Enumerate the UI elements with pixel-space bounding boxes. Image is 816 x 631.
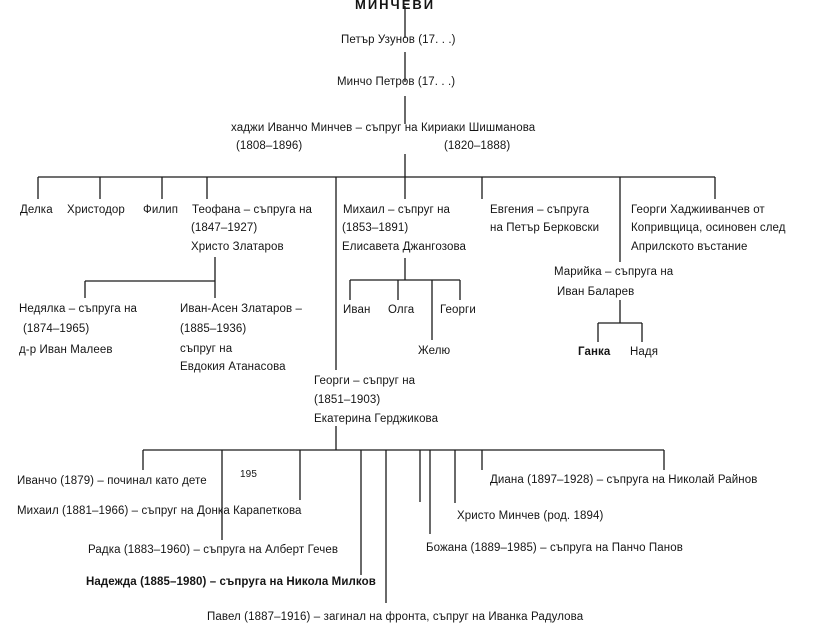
person-georgi-hadzhiivanchev-note: Априлското въстание — [631, 241, 748, 253]
person-mihail-son-of-georgi: Михаил (1881–1966) – съпруг на Донка Кар… — [17, 505, 302, 517]
person-olga: Олга — [388, 304, 415, 316]
person-hadzhi-ivancho-dates: (1808–1896) — [236, 140, 303, 152]
person-hristo-minchev: Христо Минчев (род. 1894) — [457, 510, 604, 522]
person-nedyalka-dates: (1874–1965) — [23, 323, 90, 335]
person-ivan-asen: Иван-Асен Златаров – — [180, 303, 303, 315]
person-ivan: Иван — [343, 304, 371, 316]
page-title: МИНЧЕВИ — [355, 0, 436, 12]
person-pavel: Павел (1887–1916) – загинал на фронта, с… — [207, 611, 584, 623]
person-kiriaki-dates: (1820–1888) — [444, 140, 511, 152]
person-nadya: Надя — [630, 346, 659, 358]
person-mihail-spouse: Елисавета Джангозова — [342, 241, 467, 253]
person-ivancho: Иванчо (1879) – починал като дете — [17, 475, 207, 487]
person-mariyka-spouse: Иван Баларев — [557, 286, 635, 298]
person-filip: Филип — [143, 204, 179, 216]
person-nadezhda: Надежда (1885–1980) – съпруга на Никола … — [86, 576, 376, 588]
person-evgenia-spouse: на Петър Берковски — [490, 222, 600, 234]
person-evgenia: Евгения – съпруга — [490, 204, 590, 216]
person-radka: Радка (1883–1960) – съпруга на Алберт Ге… — [88, 544, 339, 556]
person-ganka: Ганка — [578, 346, 611, 358]
person-mincho-petrov: Минчо Петров (17. . .) — [337, 76, 456, 88]
person-hristodor: Христодор — [67, 204, 125, 216]
person-teofana: Теофана – съпруга на — [192, 204, 313, 216]
person-zhelyu: Желю — [418, 345, 451, 357]
person-diana: Диана (1897–1928) – съпруга на Николай Р… — [490, 474, 758, 486]
person-georgi-hadzhiivanchev-note: Копривщица, осиновен след — [631, 222, 786, 234]
person-georgi: Георги – съпруг на — [314, 375, 416, 387]
person-georgi-son-of-mihail: Георги — [440, 304, 476, 316]
person-petar-uzunov: Петър Узунов (17. . .) — [341, 34, 456, 46]
page-number: 195 — [240, 469, 257, 480]
person-georgi-hadzhiivanchev: Георги Хаджииванчев от — [631, 204, 765, 216]
person-bozhana: Божана (1889–1985) – съпруга на Панчо Па… — [426, 542, 683, 554]
person-hadzhi-ivancho: хаджи Иванчо Минчев – съпруг на Кириаки … — [231, 122, 536, 134]
person-mariyka: Марийка – съпруга на — [554, 266, 674, 278]
person-delka: Делка — [20, 204, 53, 216]
person-ivan-asen-note: съпруг на — [180, 343, 233, 355]
person-mihail: Михаил – съпруг на — [343, 204, 451, 216]
person-teofana-dates: (1847–1927) — [191, 222, 258, 234]
person-georgi-dates: (1851–1903) — [314, 394, 381, 406]
person-mihail-dates: (1853–1891) — [342, 222, 409, 234]
person-nedyalka: Недялка – съпруга на — [19, 303, 138, 315]
person-nedyalka-spouse: д-р Иван Малеев — [19, 344, 113, 356]
person-ivan-asen-spouse: Евдокия Атанасова — [180, 361, 286, 373]
person-ivan-asen-dates: (1885–1936) — [180, 323, 247, 335]
person-georgi-spouse: Екатерина Герджикова — [314, 413, 439, 425]
person-teofana-spouse: Христо Златаров — [191, 241, 284, 253]
